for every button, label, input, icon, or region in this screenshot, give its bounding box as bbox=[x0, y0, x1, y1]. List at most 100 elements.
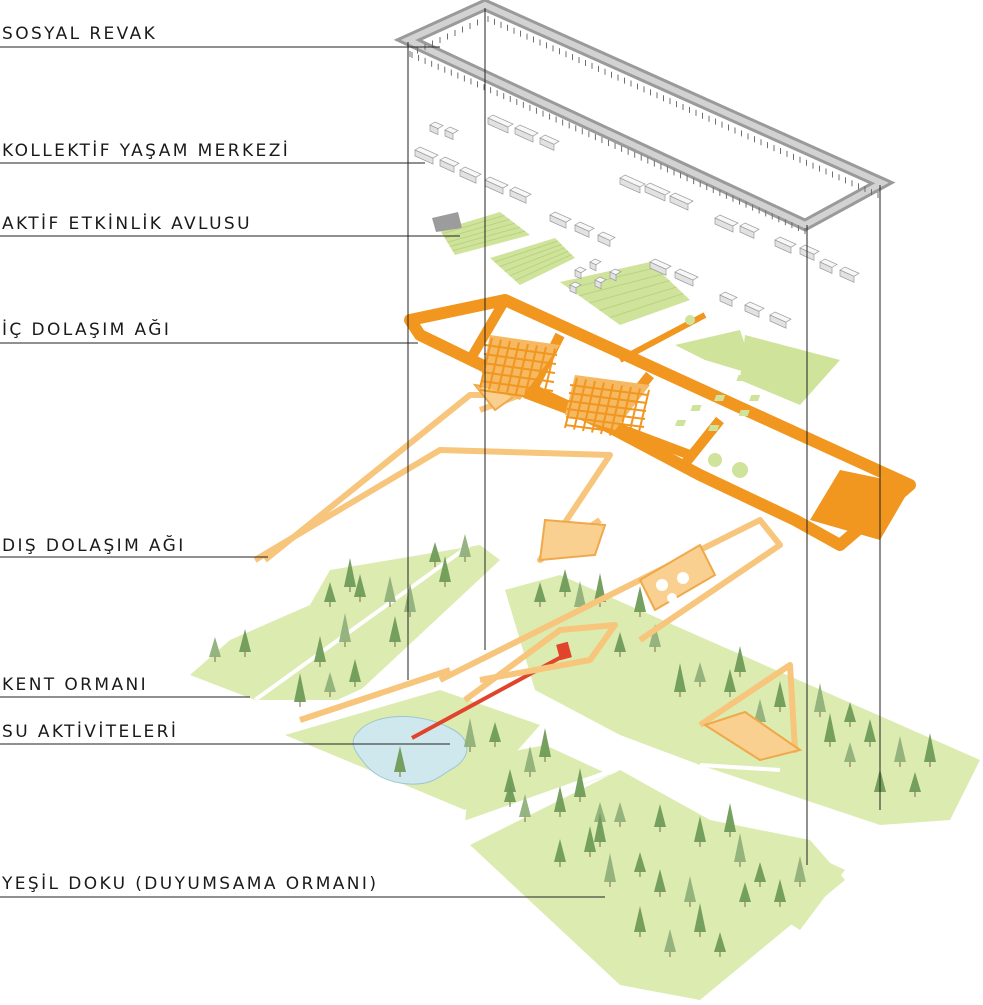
tree-icon bbox=[354, 574, 366, 602]
lake bbox=[352, 715, 468, 785]
building-block bbox=[597, 231, 616, 247]
projection-lines bbox=[407, 8, 881, 865]
tree-icon bbox=[824, 713, 836, 747]
tree-icon bbox=[634, 906, 646, 937]
building-block bbox=[839, 266, 860, 283]
building-block bbox=[439, 156, 460, 173]
tree-icon bbox=[754, 862, 766, 887]
tree-icon bbox=[209, 637, 221, 662]
tree-icon bbox=[554, 839, 566, 867]
building-block bbox=[589, 258, 602, 272]
tree-icon bbox=[504, 782, 516, 807]
tree-icon bbox=[344, 558, 356, 592]
building-block bbox=[609, 268, 622, 282]
building-block bbox=[509, 186, 532, 204]
tree-icon bbox=[774, 681, 786, 712]
inner-plaza-grid bbox=[479, 337, 650, 441]
tree-icon bbox=[614, 632, 626, 657]
building-block bbox=[484, 176, 509, 195]
building-block bbox=[459, 166, 482, 184]
label-su-aktiviteleri: SU AKTİVİTELERİ bbox=[2, 722, 179, 742]
tree-icon bbox=[534, 582, 546, 607]
tree-icon bbox=[439, 556, 451, 587]
building-block bbox=[739, 222, 760, 239]
tree-icon bbox=[694, 662, 706, 687]
building-block bbox=[674, 268, 699, 287]
building-block bbox=[594, 276, 607, 290]
label-yesil-doku: YEŞİL DOKU (DUYUMSAMA ORMANI) bbox=[2, 874, 379, 894]
tree-icon bbox=[724, 803, 736, 837]
leader-lines bbox=[0, 46, 605, 898]
tree-icon bbox=[404, 583, 416, 617]
building-block bbox=[444, 126, 459, 141]
tree-icon bbox=[559, 569, 571, 597]
building-block bbox=[669, 192, 694, 211]
tree-icon bbox=[339, 613, 351, 647]
building-block bbox=[549, 211, 572, 229]
tree-icon bbox=[459, 534, 471, 562]
building-block bbox=[769, 311, 792, 329]
tree-icon bbox=[894, 736, 906, 767]
label-kent-ormani: KENT ORMANI bbox=[2, 675, 149, 695]
tree-icon bbox=[539, 728, 551, 762]
collective-center-buildings bbox=[414, 114, 860, 329]
tree-icon bbox=[464, 718, 476, 752]
tree-icon bbox=[554, 786, 566, 817]
trees bbox=[209, 534, 936, 957]
tree-icon bbox=[524, 746, 536, 777]
tree-icon bbox=[614, 802, 626, 827]
building-block bbox=[569, 281, 582, 295]
tree-icon bbox=[604, 853, 616, 887]
tree-icon bbox=[844, 702, 856, 727]
tree-icon bbox=[739, 882, 751, 907]
label-sosyal-revak: SOSYAL REVAK bbox=[2, 24, 158, 44]
tree-icon bbox=[634, 586, 646, 617]
building-block bbox=[429, 121, 444, 136]
tree-icon bbox=[694, 816, 706, 847]
tree-icon bbox=[324, 672, 336, 697]
tree-icon bbox=[634, 852, 646, 877]
tree-icon bbox=[394, 746, 406, 777]
building-block bbox=[774, 236, 797, 254]
tree-icon bbox=[909, 772, 921, 797]
tree-icon bbox=[674, 663, 686, 697]
tree-icon bbox=[694, 903, 706, 937]
building-block bbox=[574, 266, 587, 280]
tree-icon bbox=[684, 876, 696, 907]
tree-icon bbox=[864, 719, 876, 747]
green-texture-layer bbox=[190, 543, 980, 1000]
tree-icon bbox=[324, 582, 336, 607]
tree-icon bbox=[794, 856, 806, 887]
tree-icon bbox=[594, 813, 606, 847]
tree-icon bbox=[734, 646, 746, 677]
tree-icon bbox=[384, 576, 396, 607]
tree-icon bbox=[294, 673, 306, 707]
tree-icon bbox=[314, 636, 326, 667]
building-block bbox=[644, 182, 671, 202]
label-aktif-etkinlik-avlusu: AKTİF ETKİNLİK AVLUSU bbox=[2, 214, 252, 234]
building-block bbox=[649, 258, 672, 276]
building-block bbox=[719, 291, 738, 307]
colonnade-columns bbox=[409, 16, 879, 234]
tree-icon bbox=[924, 733, 936, 767]
tree-icon bbox=[654, 869, 666, 897]
label-ic-dolasim-agi: İÇ DOLAŞIM AĞI bbox=[2, 320, 172, 340]
tree-icon bbox=[389, 616, 401, 647]
tree-icon bbox=[844, 742, 856, 767]
tree-icon bbox=[349, 659, 361, 687]
tree-icon bbox=[574, 768, 586, 802]
tree-icon bbox=[429, 542, 441, 567]
building-block bbox=[799, 244, 820, 261]
tree-icon bbox=[734, 833, 746, 867]
tree-icon bbox=[714, 932, 726, 957]
building-block bbox=[539, 134, 560, 151]
tree-icon bbox=[664, 929, 676, 957]
tree-icon bbox=[724, 669, 736, 697]
tree-icon bbox=[239, 629, 251, 657]
water-activity-node bbox=[556, 641, 572, 661]
colonnade-layer bbox=[393, 0, 896, 232]
label-dis-dolasim-agi: DIŞ DOLAŞIM AĞI bbox=[2, 536, 186, 556]
label-kollektif-yasam-merkezi: KOLLEKTİF YAŞAM MERKEZİ bbox=[2, 141, 291, 161]
building-block bbox=[744, 301, 765, 318]
